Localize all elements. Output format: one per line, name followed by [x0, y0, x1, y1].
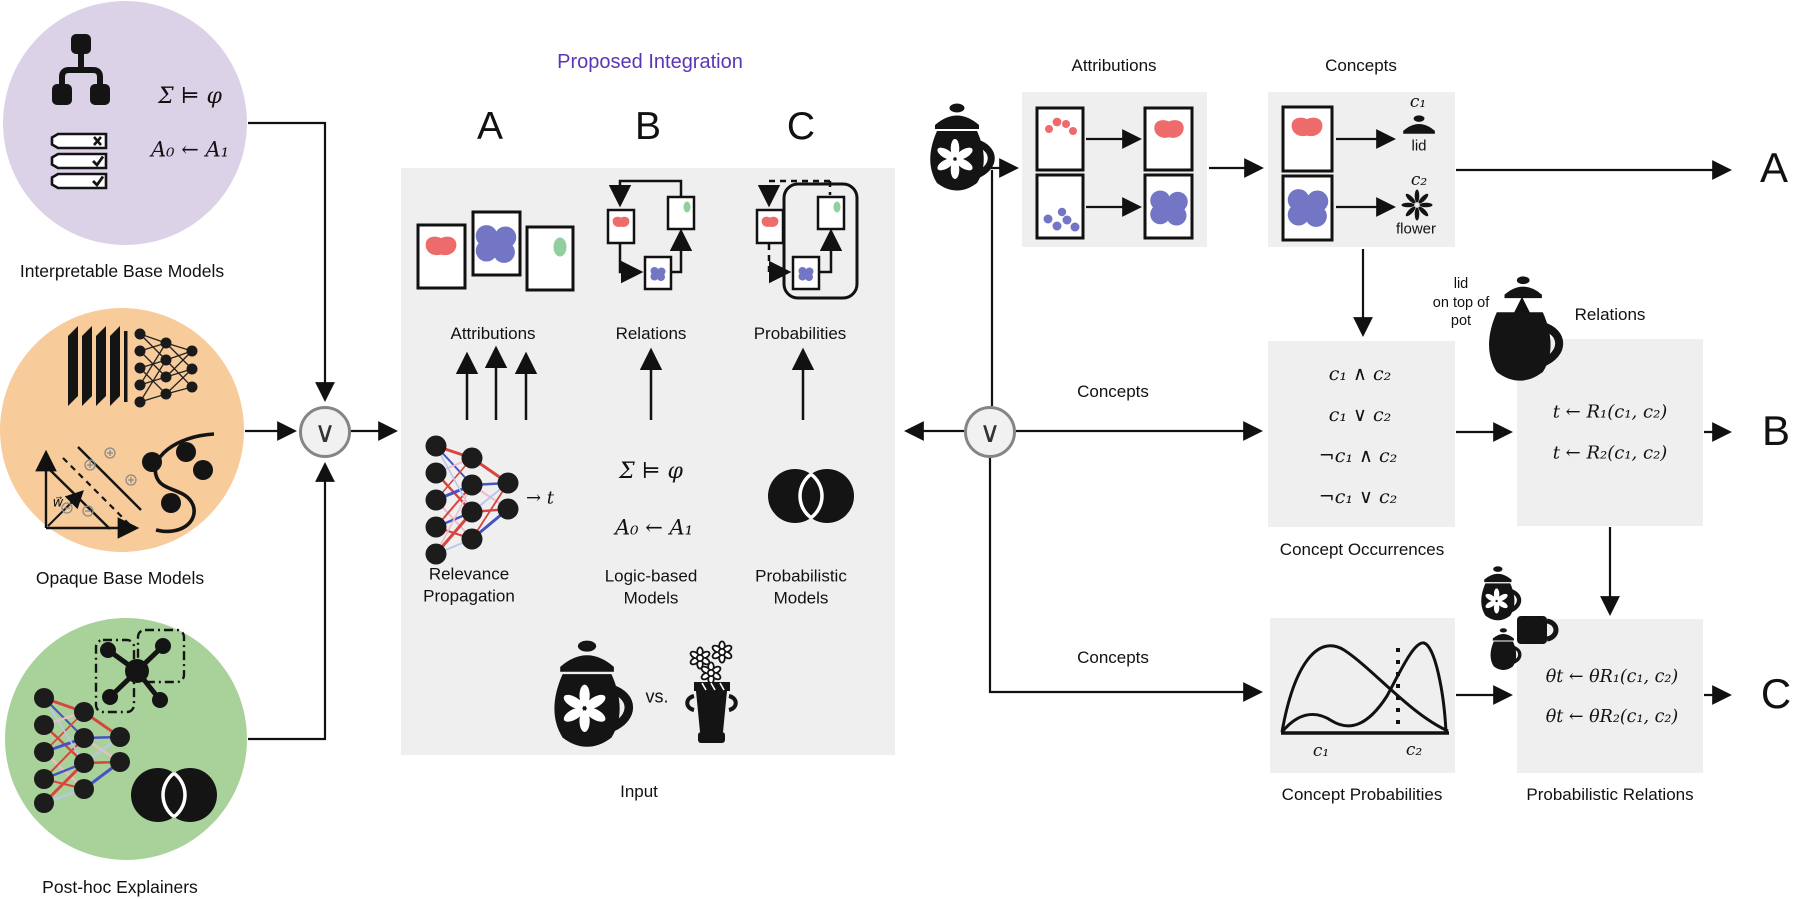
interpretable-math-1: Σ ⊨ φ [158, 83, 222, 109]
prob-relation-formula-1: θt ← θR₁(c₁, c₂) [1545, 666, 1679, 687]
relations-panel [1517, 339, 1703, 526]
output-b-letter: B [1761, 407, 1791, 455]
teapot-query-icon [930, 104, 991, 191]
or-gate-right: ∨ [964, 406, 1016, 458]
column-a-letter: A [476, 105, 504, 149]
relations-panel-title: Relations [1574, 305, 1646, 325]
vs-label: vs. [645, 686, 669, 707]
or-symbol: ∨ [979, 415, 1001, 449]
interpretable-models-label: Interpretable Base Models [19, 260, 225, 281]
column-c-letter: C [786, 105, 816, 149]
interpretable-math-2: A₀ ← A₁ [150, 137, 230, 162]
concept-occurrences-panel [1268, 341, 1455, 527]
or-gate-left: ∨ [299, 406, 351, 458]
logic-math-1: Σ ⊨ φ [619, 458, 683, 484]
lid-on-pot-annotation: lid on top of pot [1432, 276, 1490, 330]
attributions-output-label: Attributions [450, 324, 536, 344]
plot-x1-label: c₁ [1312, 741, 1330, 762]
concept-c2-name: flower [1395, 220, 1437, 238]
output-c-letter: C [1760, 670, 1792, 718]
attributions-panel [1022, 92, 1207, 247]
concept-c1-name: lid [1411, 137, 1427, 155]
concept-probabilities-label: Concept Probabilities [1281, 785, 1443, 805]
concepts-panel-title: Concepts [1325, 56, 1397, 76]
occurrence-formula-1: c₁ ∧ c₂ [1328, 362, 1392, 385]
opaque-models-label: Opaque Base Models [35, 567, 205, 588]
attributions-panel-title: Attributions [1071, 56, 1157, 76]
input-label: Input [620, 782, 658, 802]
output-a-letter: A [1759, 144, 1789, 192]
posthoc-explainers-label: Post-hoc Explainers [42, 876, 198, 897]
concept-probabilities-panel [1270, 618, 1455, 773]
logic-math-2: A₀ ← A₁ [614, 515, 694, 540]
opaque-models-circle [0, 308, 244, 552]
svm-weight-label: w⃗ [52, 495, 64, 511]
relation-formula-1: t ← R₁(c₁, c₂) [1552, 401, 1668, 423]
concepts-edge-label-c: Concepts [1077, 648, 1149, 668]
relevance-propagation-label: Relevance Propagation [423, 564, 515, 605]
relation-formula-2: t ← R₂(c₁, c₂) [1552, 442, 1668, 464]
probabilistic-relations-label: Probabilistic Relations [1526, 785, 1694, 805]
concept-occurrences-label: Concept Occurrences [1279, 540, 1445, 560]
occurrence-formula-4: ¬c₁ ∨ c₂ [1318, 485, 1398, 508]
relevance-target-annotation: → t [525, 487, 555, 509]
integration-title: Proposed Integration [557, 51, 743, 74]
plot-x2-label: c₂ [1405, 740, 1423, 761]
probabilities-output-label: Probabilities [753, 324, 847, 344]
concept-c2-symbol: c₂ [1410, 170, 1428, 191]
logic-based-models-label: Logic-based Models [604, 566, 698, 607]
column-b-letter: B [634, 105, 662, 149]
relations-output-label: Relations [615, 324, 687, 344]
concept-c1-symbol: c₁ [1409, 92, 1427, 113]
posthoc-explainers-circle [5, 618, 247, 860]
occurrence-formula-2: c₁ ∨ c₂ [1328, 403, 1392, 426]
occurrence-formula-3: ¬c₁ ∧ c₂ [1318, 444, 1398, 467]
probabilistic-relations-panel [1517, 619, 1703, 773]
concepts-edge-label-b: Concepts [1077, 382, 1149, 402]
or-symbol: ∨ [314, 415, 336, 449]
probabilistic-models-label: Probabilistic Models [755, 566, 847, 607]
prob-relation-formula-2: θt ← θR₂(c₁, c₂) [1545, 706, 1679, 727]
interpretable-models-circle [3, 1, 247, 245]
